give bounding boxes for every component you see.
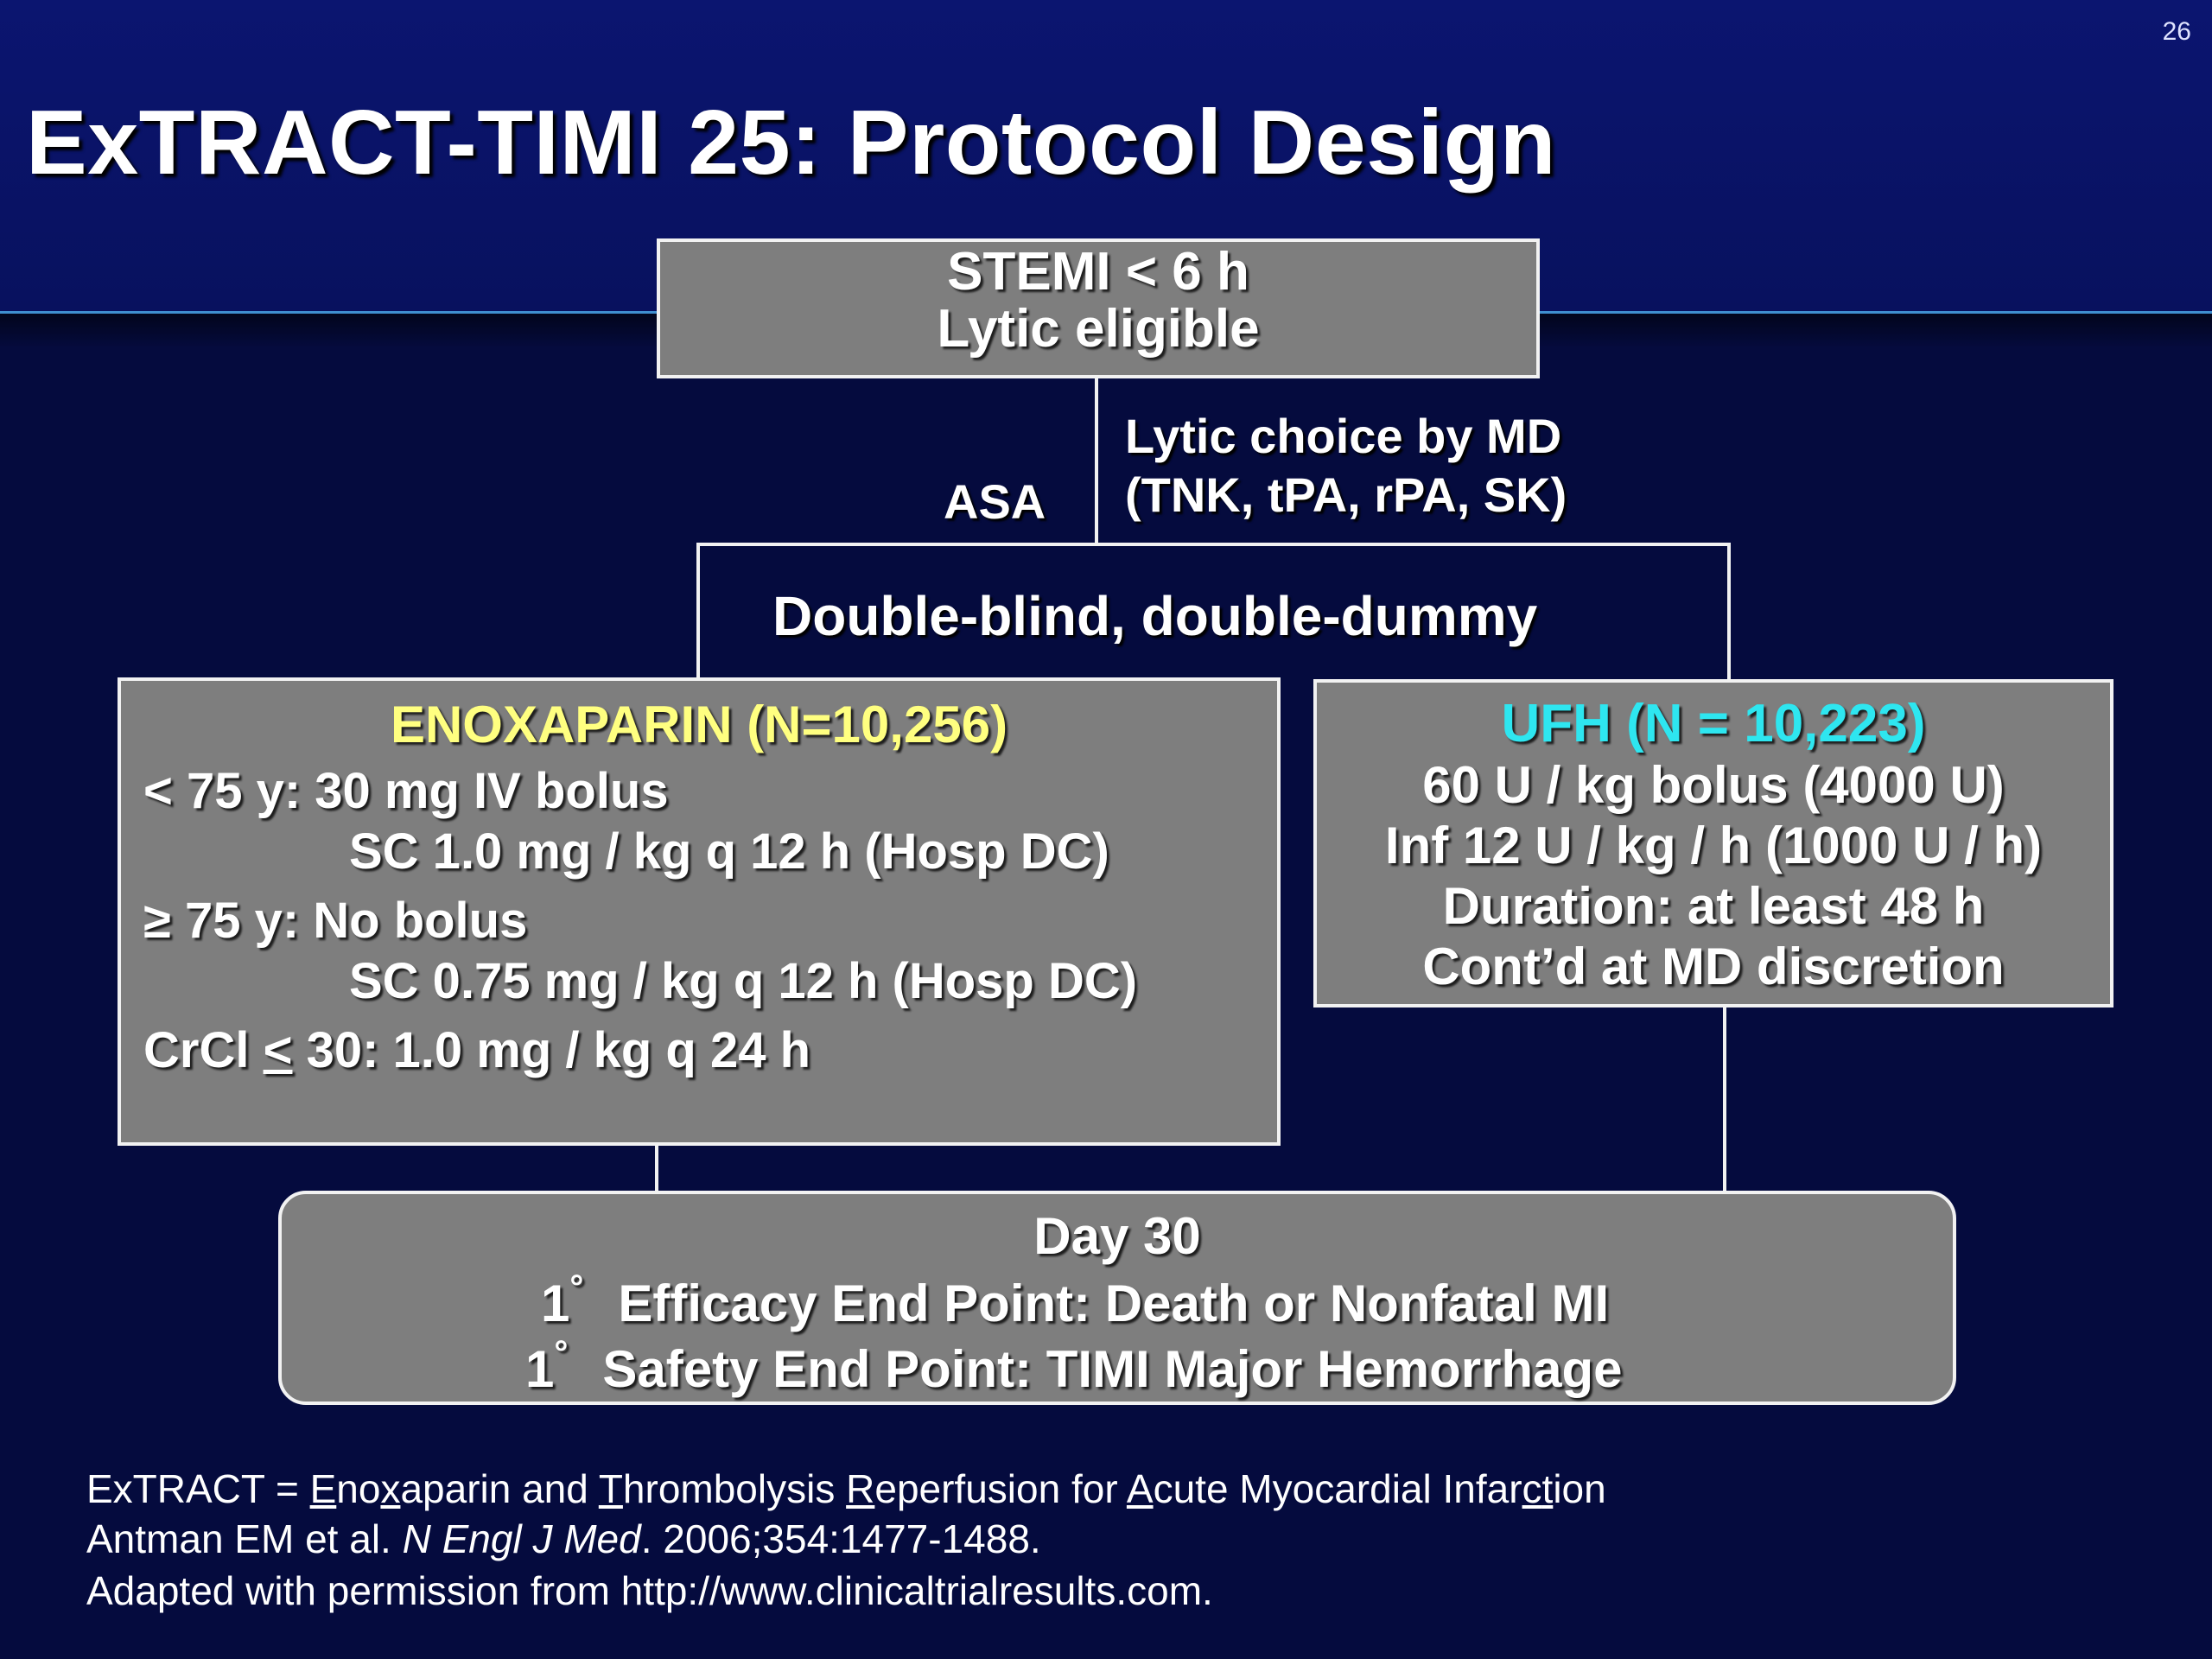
crcl-suffix: 30: 1.0 mg / kg q 24 h: [292, 1022, 810, 1078]
connector-top-vertical: [1095, 378, 1098, 546]
permission-footnote: Adapted with permission from http://www.…: [86, 1568, 1213, 1613]
enoxaparin-arm-box: ENOXAPARIN (N=10,256) < 75 y: 30 mg IV b…: [118, 677, 1281, 1146]
connector-enox-to-endpoint: [655, 1142, 658, 1192]
ufh-heading: UFH (N = 10,223): [1501, 694, 1926, 753]
safety-number: 1: [525, 1340, 555, 1398]
endpoint-day: Day 30: [1033, 1207, 1201, 1265]
acronym-footnote: ExTRACT = Enoxaparin and Thrombolysis Re…: [86, 1465, 1606, 1512]
enoxaparin-dose-line: ≥ 75 y: No bolus: [143, 893, 528, 949]
endpoint-box: Day 30 1°Efficacy End Point: Death or No…: [278, 1191, 1956, 1405]
acronym-letter: T: [598, 1466, 623, 1511]
acronym-word-part: ion: [1553, 1466, 1606, 1511]
acronym-word-part: no: [336, 1466, 381, 1511]
slide-title: ExTRACT-TIMI 25: Protocol Design: [26, 92, 1557, 194]
acronym-letter: A: [1126, 1466, 1154, 1511]
asa-label: ASA: [944, 474, 1046, 529]
crcl-prefix: CrCl: [143, 1022, 264, 1078]
degree-symbol: °: [569, 1268, 584, 1306]
inclusion-line-2: Lytic eligible: [937, 299, 1260, 359]
acronym-letter: c: [1522, 1466, 1542, 1511]
lytic-choice-line-1: Lytic choice by MD: [1125, 409, 1562, 463]
enoxaparin-heading: ENOXAPARIN (N=10,256): [390, 696, 1008, 753]
inclusion-line-1: STEMI < 6 h: [947, 242, 1249, 302]
slide-number: 26: [2162, 17, 2191, 46]
efficacy-number: 1: [541, 1274, 570, 1332]
citation-authors: Antman EM et al.: [86, 1516, 403, 1561]
acronym-expansion: Enoxaparin and Thrombolysis Reperfusion …: [310, 1466, 1606, 1511]
acronym-lead: ExTRACT =: [86, 1466, 310, 1511]
acronym-word-part: cute Myocardial Infar: [1153, 1466, 1522, 1511]
acronym-word-part: aparin and: [400, 1466, 599, 1511]
randomization-label: Double-blind, double-dummy: [772, 585, 1538, 647]
enoxaparin-dose-line: < 75 y: 30 mg IV bolus: [143, 763, 669, 819]
ufh-dose-line: Duration: at least 48 h: [1442, 877, 1985, 935]
connector-left-down: [696, 543, 700, 679]
acronym-letter: t: [1541, 1466, 1554, 1511]
connector-split-horizontal: [696, 543, 1731, 546]
ufh-dose-line: 60 U / kg bolus (4000 U): [1422, 756, 2005, 814]
ufh-arm-box: UFH (N = 10,223) 60 U / kg bolus (4000 U…: [1313, 679, 2113, 1007]
connector-ufh-to-endpoint: [1723, 1006, 1726, 1192]
degree-symbol: °: [554, 1334, 569, 1372]
enoxaparin-renal-line: CrCl < 30: 1.0 mg / kg q 24 h: [143, 1021, 810, 1079]
citation-journal: N Engl J Med: [402, 1516, 641, 1561]
less-equal-symbol: <: [263, 1022, 293, 1078]
safety-endpoint: 1° Safety End Point: TIMI Major Hemorrhag…: [525, 1334, 1623, 1399]
ufh-dose-line: Cont’d at MD discretion: [1422, 938, 2005, 995]
ufh-dose-line: Inf 12 U / kg / h (1000 U / h): [1384, 817, 2043, 874]
enoxaparin-dose-line: SC 1.0 mg / kg q 12 h (Hosp DC): [349, 823, 1109, 880]
acronym-letter: E: [309, 1466, 337, 1511]
enoxaparin-dose-line: SC 0.75 mg / kg q 12 h (Hosp DC): [349, 953, 1138, 1009]
citation-details: . 2006;354:1477-1488.: [640, 1516, 1041, 1561]
inclusion-box: STEMI < 6 h Lytic eligible: [657, 238, 1540, 378]
safety-text: Safety End Point: TIMI Major Hemorrhage: [602, 1340, 1623, 1398]
citation-footnote: Antman EM et al. N Engl J Med. 2006;354:…: [86, 1516, 1041, 1562]
efficacy-endpoint: 1° Efficacy End Point: Death or Nonfatal …: [541, 1268, 1609, 1333]
ufh-dosing: 60 U / kg bolus (4000 U) Inf 12 U / kg /…: [1317, 755, 2110, 997]
lytic-choice-line-2: (TNK, tPA, rPA, SK): [1125, 467, 1567, 522]
acronym-letter: R: [846, 1466, 875, 1511]
acronym-word-part: hrombolysis: [622, 1466, 847, 1511]
connector-right-down: [1727, 543, 1731, 679]
acronym-letter: x: [380, 1466, 401, 1511]
efficacy-text: Efficacy End Point: Death or Nonfatal MI: [618, 1274, 1610, 1332]
acronym-word-part: eperfusion for: [874, 1466, 1127, 1511]
